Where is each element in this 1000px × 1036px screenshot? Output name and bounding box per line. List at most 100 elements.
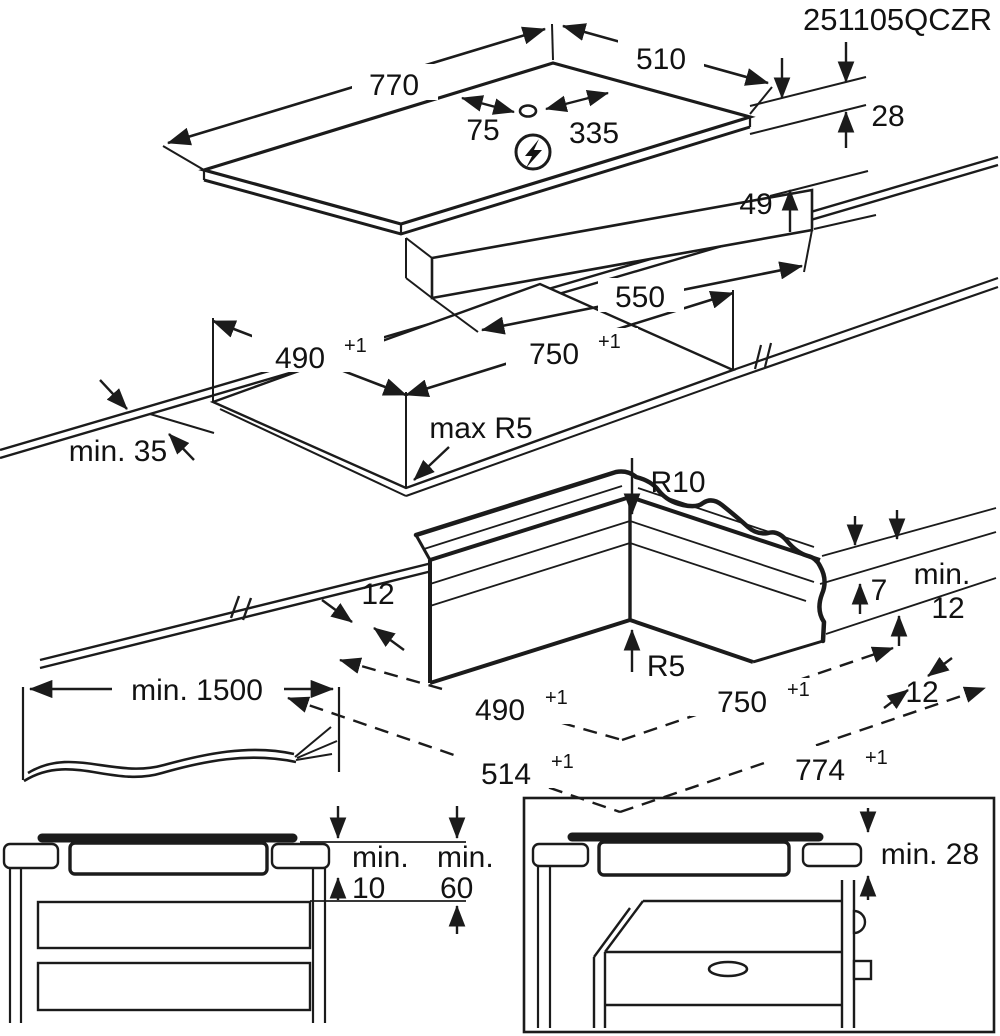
oven-slant-edge2: [593, 907, 631, 958]
inner-width-label: 750: [717, 686, 767, 719]
inner-depth-tol: +1: [545, 687, 568, 709]
right-overhang-label: 12: [905, 676, 938, 709]
label-mask: [636, 646, 698, 682]
hob-width-label: 770: [369, 69, 419, 102]
ref-line-glass-bottom: [749, 104, 867, 135]
outer-depth-tol: +1: [551, 751, 574, 773]
cable-line: [23, 756, 297, 783]
label-mask: [618, 40, 704, 74]
ref-line-body-bottom: [813, 214, 877, 230]
cutout-edge-extension2: [732, 285, 999, 381]
cabinet-drawer-diagram: min. 10 min. 60: [2, 806, 494, 1023]
drawer-gap-value: 10: [352, 872, 385, 905]
glass-height-label: 28: [871, 100, 904, 133]
extension-line: [749, 86, 773, 115]
model-number: 251105QCZR: [803, 2, 992, 37]
diagram-frame: [522, 796, 996, 1034]
worktop-cutout-diagram: 490 +1 750 +1 max R5 min. 35: [0, 155, 999, 670]
cutout-width-label: 750: [529, 338, 579, 371]
cutout-edge-extension: [732, 276, 999, 372]
edge-distance-arrow: [99, 379, 128, 410]
body-height-label: 49: [739, 188, 772, 221]
inner-depth-label: 490: [475, 694, 525, 727]
worktop-front-edge-line2: [39, 569, 433, 670]
cable-wire-ends: [294, 726, 338, 761]
power-connection-point: [518, 104, 538, 118]
overhang-arrow: [883, 689, 909, 710]
dim-line-conn-left: [461, 95, 515, 115]
ref-line: [819, 531, 997, 585]
dashed-outer-depth-line: [287, 696, 621, 814]
layer-line: [423, 485, 623, 550]
corner-block-fill: [416, 472, 824, 683]
overhang-arrow: [321, 599, 353, 623]
lightning-bolt-icon: [514, 133, 552, 171]
vent-gap-value: 60: [440, 872, 473, 905]
hob-body-profile: [597, 840, 791, 877]
conn-left-label: 75: [466, 114, 499, 147]
power-cable-diagram: min. 1500: [21, 674, 341, 783]
layer-line: [629, 520, 815, 583]
cable-line2: [27, 748, 295, 775]
body-width-label: 550: [615, 281, 665, 314]
outer-width-label: 774: [795, 754, 845, 787]
edge-extension-segment: [149, 413, 215, 434]
edge-distance-arrow: [168, 433, 195, 461]
label-mask: [454, 750, 582, 788]
inner-width-tol: +1: [787, 679, 810, 701]
cutout-thickness-line: [219, 408, 407, 497]
oven-slant-edge: [604, 900, 644, 953]
drawer-front: [36, 900, 312, 950]
extension-line: [551, 23, 554, 61]
ref-line: [825, 577, 997, 635]
label-mask: [506, 328, 638, 368]
broken-edge-wavy: [413, 469, 827, 644]
label-mask: [352, 64, 438, 100]
oven-latch: [852, 959, 873, 981]
hob-depth-label: 510: [636, 43, 686, 76]
corner-detail-diagram: R10 R5 7 min. 12 12 12 490 +1 750 +1 514: [287, 458, 997, 814]
break-tick: [229, 595, 241, 619]
layer-line: [429, 520, 631, 585]
block-right-bottom-cap: [752, 639, 824, 664]
layer-line: [637, 487, 815, 548]
break-tick: [753, 344, 763, 370]
cable-length-label: min. 1500: [131, 674, 263, 707]
label-mask: [690, 678, 818, 716]
oven-clearance-label: min. 28: [881, 838, 979, 871]
outer-depth-label: 514: [481, 758, 531, 791]
drawer-front: [36, 961, 312, 1012]
built-in-oven: [592, 880, 873, 1028]
oven-handle-slot: [707, 960, 749, 978]
outer-width-tol: +1: [865, 747, 888, 769]
break-tick: [763, 342, 773, 368]
label-mask: [598, 278, 684, 312]
worktop-front-edge-line: [39, 561, 433, 662]
cutout-depth-tolerance: +1: [344, 335, 367, 357]
cutout-depth-label: 490: [275, 342, 325, 375]
cabinet-oven-diagram: min. 28: [522, 796, 996, 1034]
hob-body-left-edge: [405, 237, 433, 259]
ref-line-body-top: [769, 170, 869, 197]
worktop-left-block: [2, 842, 60, 870]
hob-isometric-diagram: 770 510 75 335 28 49 550: [162, 23, 905, 335]
block-top-left-edge: [429, 495, 631, 562]
vent-gap-min-label: min.: [437, 841, 494, 874]
conn-right-label: 335: [569, 117, 619, 150]
hob-body-left-edge2: [405, 277, 433, 299]
break-tick: [241, 597, 253, 621]
step-label: 7: [871, 574, 888, 607]
cutout-opening: [209, 282, 737, 490]
block-bottom-left-edge: [429, 618, 631, 685]
side-min-value: 12: [931, 592, 964, 625]
left-overhang-label: 12: [361, 578, 394, 611]
bottom-radius-label: R5: [647, 650, 685, 683]
oven-knob: [852, 909, 867, 935]
edge-distance-label: min. 35: [69, 435, 167, 468]
label-mask: [768, 746, 896, 784]
hob-body-profile: [68, 841, 269, 876]
overhang-arrow: [927, 656, 953, 677]
block-bottom-right-edge: [629, 618, 754, 664]
